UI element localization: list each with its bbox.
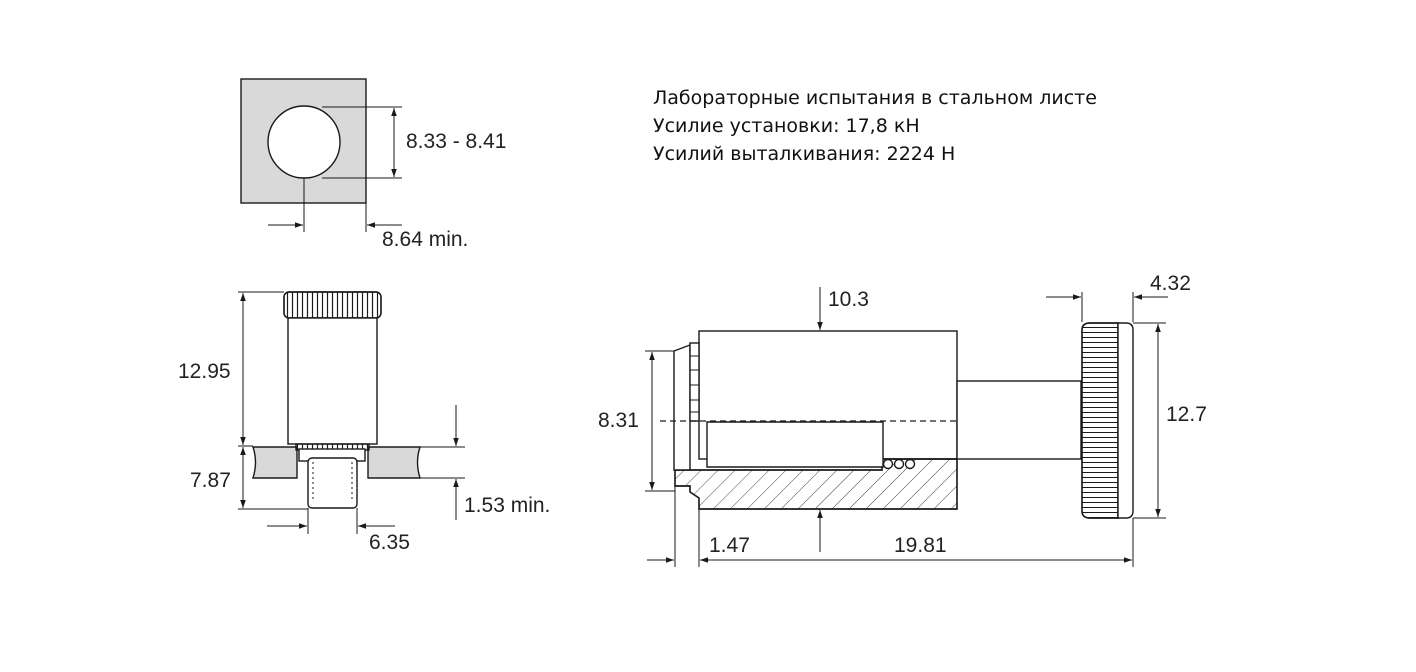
edge-distance-label: 8.64 min.: [382, 228, 468, 251]
notes-line-install-force: Усилие установки: 17,8 кН: [653, 115, 920, 137]
front-view: [238, 291, 465, 534]
knob-diameter-label: 12.7: [1166, 403, 1207, 426]
left-flange: [673, 343, 691, 471]
knob-thickness-label: 4.32: [1150, 272, 1191, 295]
side-body-label: 10.3: [828, 288, 869, 311]
body-height-label: 12.95: [178, 360, 231, 383]
total-length-label: 19.81: [894, 534, 947, 557]
flange-offset-label: 1.47: [709, 534, 750, 557]
spring-coil: [893, 458, 905, 470]
lower-height-label: 7.87: [190, 469, 231, 492]
plunger-body: [287, 317, 378, 445]
plunger-rod: [956, 380, 1082, 460]
panel-hole-view: [240, 78, 402, 232]
sheet-right: [367, 446, 421, 479]
shank: [307, 457, 358, 509]
notes-line-pushout-force: Усилий выталкивания: 2224 Н: [653, 143, 956, 165]
sheet-thickness-label: 1.53 min.: [464, 494, 550, 517]
mounting-hole: [267, 105, 341, 179]
spring-coil: [904, 458, 916, 470]
side-view: [645, 287, 1168, 567]
shank-diameter-label: 6.35: [369, 531, 410, 554]
knurled-knob: [1081, 322, 1119, 519]
sheet-left: [252, 446, 298, 479]
hole-diameter-label: 8.33 - 8.41: [406, 130, 506, 153]
notes-line-lab-test: Лабораторные испытания в стальном листе: [653, 87, 1097, 109]
spring-coil: [882, 458, 894, 470]
knurled-cap: [283, 291, 382, 319]
side-height-label: 8.31: [598, 409, 639, 432]
test-notes: Лабораторные испытания в стальном листе …: [653, 84, 1097, 168]
